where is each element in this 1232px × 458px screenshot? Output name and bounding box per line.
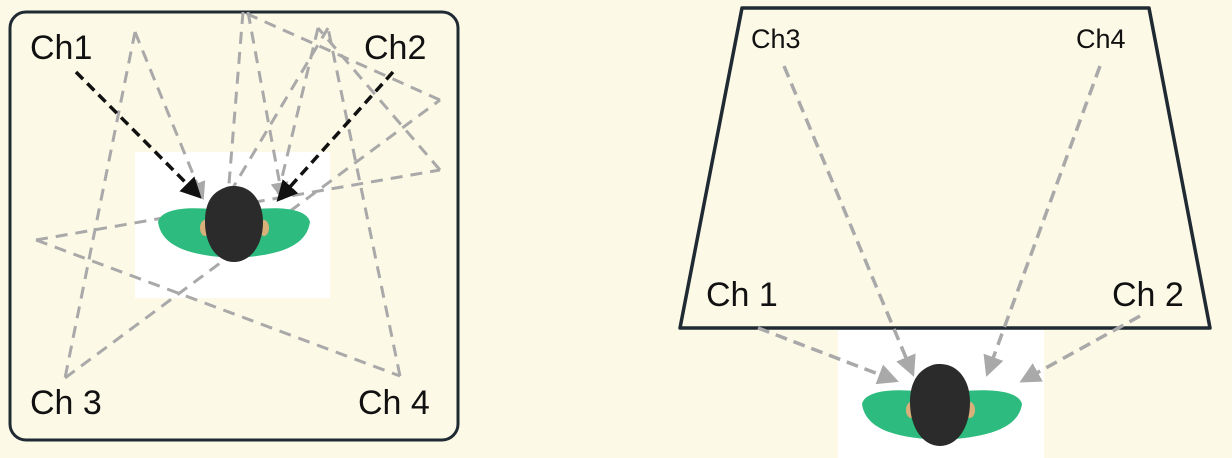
left-label-ch4: Ch 4 [358,384,430,422]
right-label-ch2: Ch 2 [1112,276,1184,314]
reflection-path [328,28,400,376]
arrow-ch3 [784,66,912,372]
left-label-ch3: Ch 3 [30,384,102,422]
right-label-ch4: Ch4 [1076,24,1126,54]
right-label-ch1: Ch 1 [706,276,778,314]
left-label-ch2: Ch2 [364,29,426,67]
right-panel-room: Ch3 Ch4 Ch 1 Ch 2 [680,8,1210,458]
left-panel-room: Ch1 Ch2 Ch 3 Ch 4 [10,12,458,440]
right-label-ch3: Ch3 [751,24,801,54]
reflection-path [65,32,135,378]
listener-head [205,186,263,262]
listener-head [910,364,970,446]
arrow-ch4 [988,66,1100,372]
left-label-ch1: Ch1 [30,29,92,67]
